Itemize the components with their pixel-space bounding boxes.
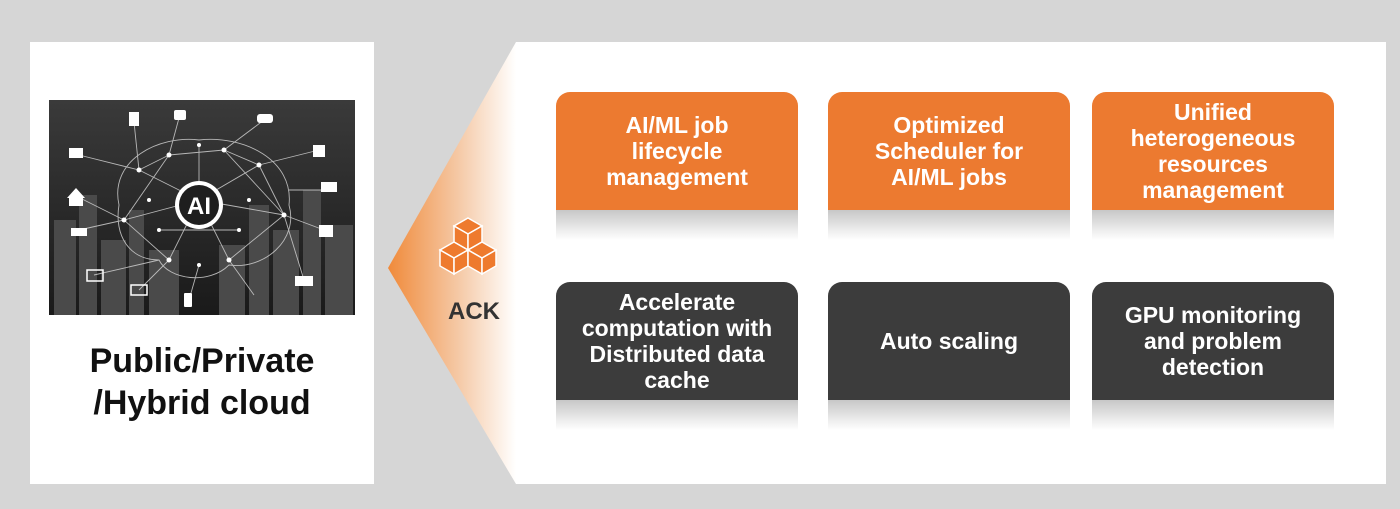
card-label: Accelerate computation with Distributed … (581, 289, 773, 393)
card-optimized-scheduler: Optimized Scheduler for AI/ML jobs (828, 92, 1070, 240)
ack-cube-icon (437, 215, 499, 286)
card-label: Auto scaling (879, 328, 1018, 354)
card-distributed-cache: Accelerate computation with Distributed … (556, 282, 798, 430)
ack-label: ACK (448, 298, 500, 325)
card-label: AI/ML job lifecycle management (606, 112, 748, 190)
ai-brain-network-image: AI (49, 100, 355, 315)
card-job-lifecycle: AI/ML job lifecycle management (556, 92, 798, 240)
card-label: Optimized Scheduler for AI/ML jobs (874, 112, 1024, 190)
card-label: Unified heterogeneous resources manageme… (1130, 99, 1296, 203)
card-auto-scaling: Auto scaling (828, 282, 1070, 430)
card-label: GPU monitoring and problem detection (1124, 302, 1302, 380)
card-gpu-monitoring: GPU monitoring and problem detection (1092, 282, 1334, 430)
card-heterogeneous-resources: Unified heterogeneous resources manageme… (1092, 92, 1334, 240)
ai-badge-label: AI (187, 193, 211, 220)
cloud-title-line1: Public/Private (89, 342, 315, 380)
cloud-title-line2: /Hybrid cloud (93, 384, 311, 422)
cloud-title: Public/Private /Hybrid cloud (30, 340, 374, 424)
